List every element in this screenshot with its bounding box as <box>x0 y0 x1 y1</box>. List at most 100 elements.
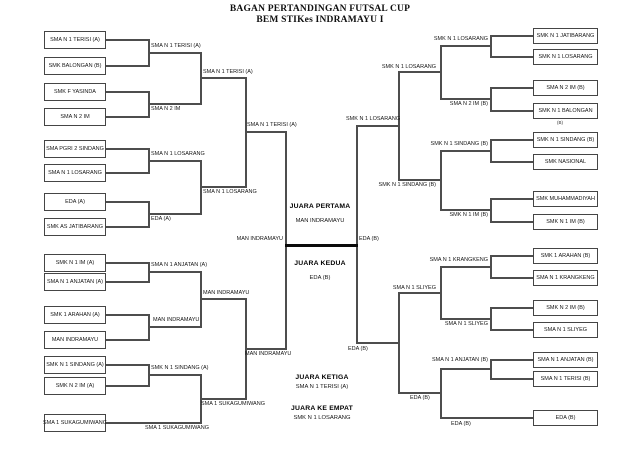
advancement-label: MAN INDRAMAYU <box>245 351 292 357</box>
connector-line <box>398 71 400 181</box>
connector-line <box>106 65 148 67</box>
team-box: SMK AS JATIBARANG <box>44 218 106 236</box>
connector-line <box>440 150 490 152</box>
advancement-label: SMK N 1 LOSARANG <box>381 64 436 70</box>
advancement-label: SMK N 1 SINDANG (B) <box>378 182 436 188</box>
connector-line <box>285 131 287 350</box>
team-box: SMK F YASINDA <box>44 83 106 101</box>
connector-line <box>200 398 245 400</box>
connector-line <box>148 271 200 273</box>
connector-line <box>490 359 492 380</box>
second-place-team: EDA (B) <box>309 275 331 281</box>
connector-line <box>148 160 200 162</box>
team-box: SMK N 1 SINDANG (B) <box>533 132 598 148</box>
advancement-label: EDA (B) <box>410 395 430 401</box>
team-box: SMK 1 ARAHAN (B) <box>533 248 598 264</box>
finalist-label: MAN INDRAMAYU <box>236 236 283 242</box>
connector-line <box>148 103 200 105</box>
connector-line <box>440 266 442 320</box>
advancement-label: SMA N 1 TERISI (A) <box>247 122 297 128</box>
connector-line <box>490 198 492 223</box>
team-suffix-note: (B) <box>557 120 563 125</box>
connector-line <box>106 148 148 150</box>
advancement-label: EDA (B) <box>348 346 368 352</box>
connector-line <box>440 266 490 268</box>
team-box: SMA N 1 TERISI (A) <box>44 31 106 49</box>
team-box: SMA N 1 TERISI (B) <box>533 371 598 387</box>
connector-line <box>106 201 148 203</box>
connector-line <box>148 326 200 328</box>
second-place-heading: JUARA KEDUA <box>294 260 346 267</box>
connector-line <box>490 110 533 112</box>
connector-line <box>490 359 533 361</box>
advancement-label: SMA N 1 SLIYEG <box>444 321 488 327</box>
advancement-label: SMA N 1 TERISI (A) <box>151 43 201 49</box>
connector-line <box>106 91 148 93</box>
advancement-label: EDA (B) <box>451 421 471 427</box>
connector-line <box>440 368 442 419</box>
connector-line <box>440 150 442 211</box>
connector-line <box>106 116 148 118</box>
first-place-heading: JUARA PERTAMA <box>289 203 351 210</box>
advancement-label: MAN INDRAMAYU <box>153 317 200 323</box>
advancement-label: SMA N 2 IM (B) <box>449 101 488 107</box>
advancement-label: SMK N 1 LOSARANG <box>433 36 488 42</box>
team-box: SMK N 2 IM (A) <box>44 377 106 395</box>
final-match-line <box>285 244 358 247</box>
title-line-1: BAGAN PERTANDINGAN FUTSAL CUP <box>229 4 411 14</box>
connector-line <box>106 226 148 228</box>
connector-line <box>490 221 533 223</box>
connector-line <box>490 255 492 279</box>
connector-line <box>148 374 200 376</box>
title-line-2: BEM STIKes INDRAMAYU I <box>256 15 384 25</box>
connector-line <box>106 281 148 283</box>
advancement-label: EDA (A) <box>151 216 171 222</box>
connector-line <box>106 262 148 264</box>
first-place-block: JUARA PERTAMA MAN INDRAMAYU <box>270 203 370 224</box>
team-box: SMK N 1 BALONGAN <box>533 103 598 119</box>
connector-line <box>245 131 285 133</box>
team-box: SMA N 1 LOSARANG <box>44 164 106 182</box>
team-box: SMK MUHAMMADIYAH <box>533 191 598 207</box>
team-box: SMA 1 SUKAGUMIWANG <box>43 414 107 432</box>
connector-line <box>148 213 200 215</box>
advancement-label: SMK N 1 SINDANG (B) <box>430 141 488 147</box>
connector-line <box>440 417 533 419</box>
connector-line <box>440 45 490 47</box>
connector-line <box>440 318 490 320</box>
connector-line <box>398 292 440 294</box>
team-box: SMA N 1 ANJATAN (B) <box>533 352 598 368</box>
connector-line <box>440 98 490 100</box>
team-box: SMK N 1 IM (B) <box>533 214 598 230</box>
connector-line <box>490 35 492 58</box>
connector-line <box>440 45 442 100</box>
advancement-label: SMA N 1 SLIYEG <box>392 285 436 291</box>
advancement-label: MAN INDRAMAYU <box>203 290 250 296</box>
team-box: MAN INDRAMAYU <box>44 331 106 349</box>
team-box: SMK N 1 SINDANG (A) <box>44 356 106 374</box>
fourth-place-block: JUARA KE EMPAT SMK N 1 LOSARANG <box>272 405 372 421</box>
connector-line <box>200 186 245 188</box>
advancement-label: SMK N 1 LOSARANG <box>346 116 401 122</box>
advancement-label: SMA N 1 TERISI (A) <box>203 69 253 75</box>
team-box: SMA PGRI 2 SINDANG <box>44 140 106 158</box>
connector-line <box>356 342 398 344</box>
third-place-heading: JUARA KETIGA <box>295 374 349 381</box>
team-box: EDA (B) <box>533 410 598 426</box>
connector-line <box>490 87 533 89</box>
team-box: SMK BALONGAN (B) <box>44 57 106 75</box>
team-box: SMK N 1 IM (A) <box>44 254 106 272</box>
connector-line <box>398 292 400 394</box>
advancement-label: SMK N 1 SINDANG (A) <box>151 365 209 371</box>
connector-line <box>490 255 533 257</box>
connector-line <box>490 56 533 58</box>
connector-line <box>490 198 533 200</box>
connector-line <box>148 52 200 54</box>
connector-line <box>106 339 148 341</box>
team-box: SMA N 2 IM <box>44 108 106 126</box>
third-place-team: SMA N 1 TERISI (A) <box>295 384 349 390</box>
connector-line <box>490 307 533 309</box>
connector-line <box>490 87 492 112</box>
third-place-block: JUARA KETIGA SMA N 1 TERISI (A) <box>272 374 372 390</box>
connector-line <box>490 139 533 141</box>
